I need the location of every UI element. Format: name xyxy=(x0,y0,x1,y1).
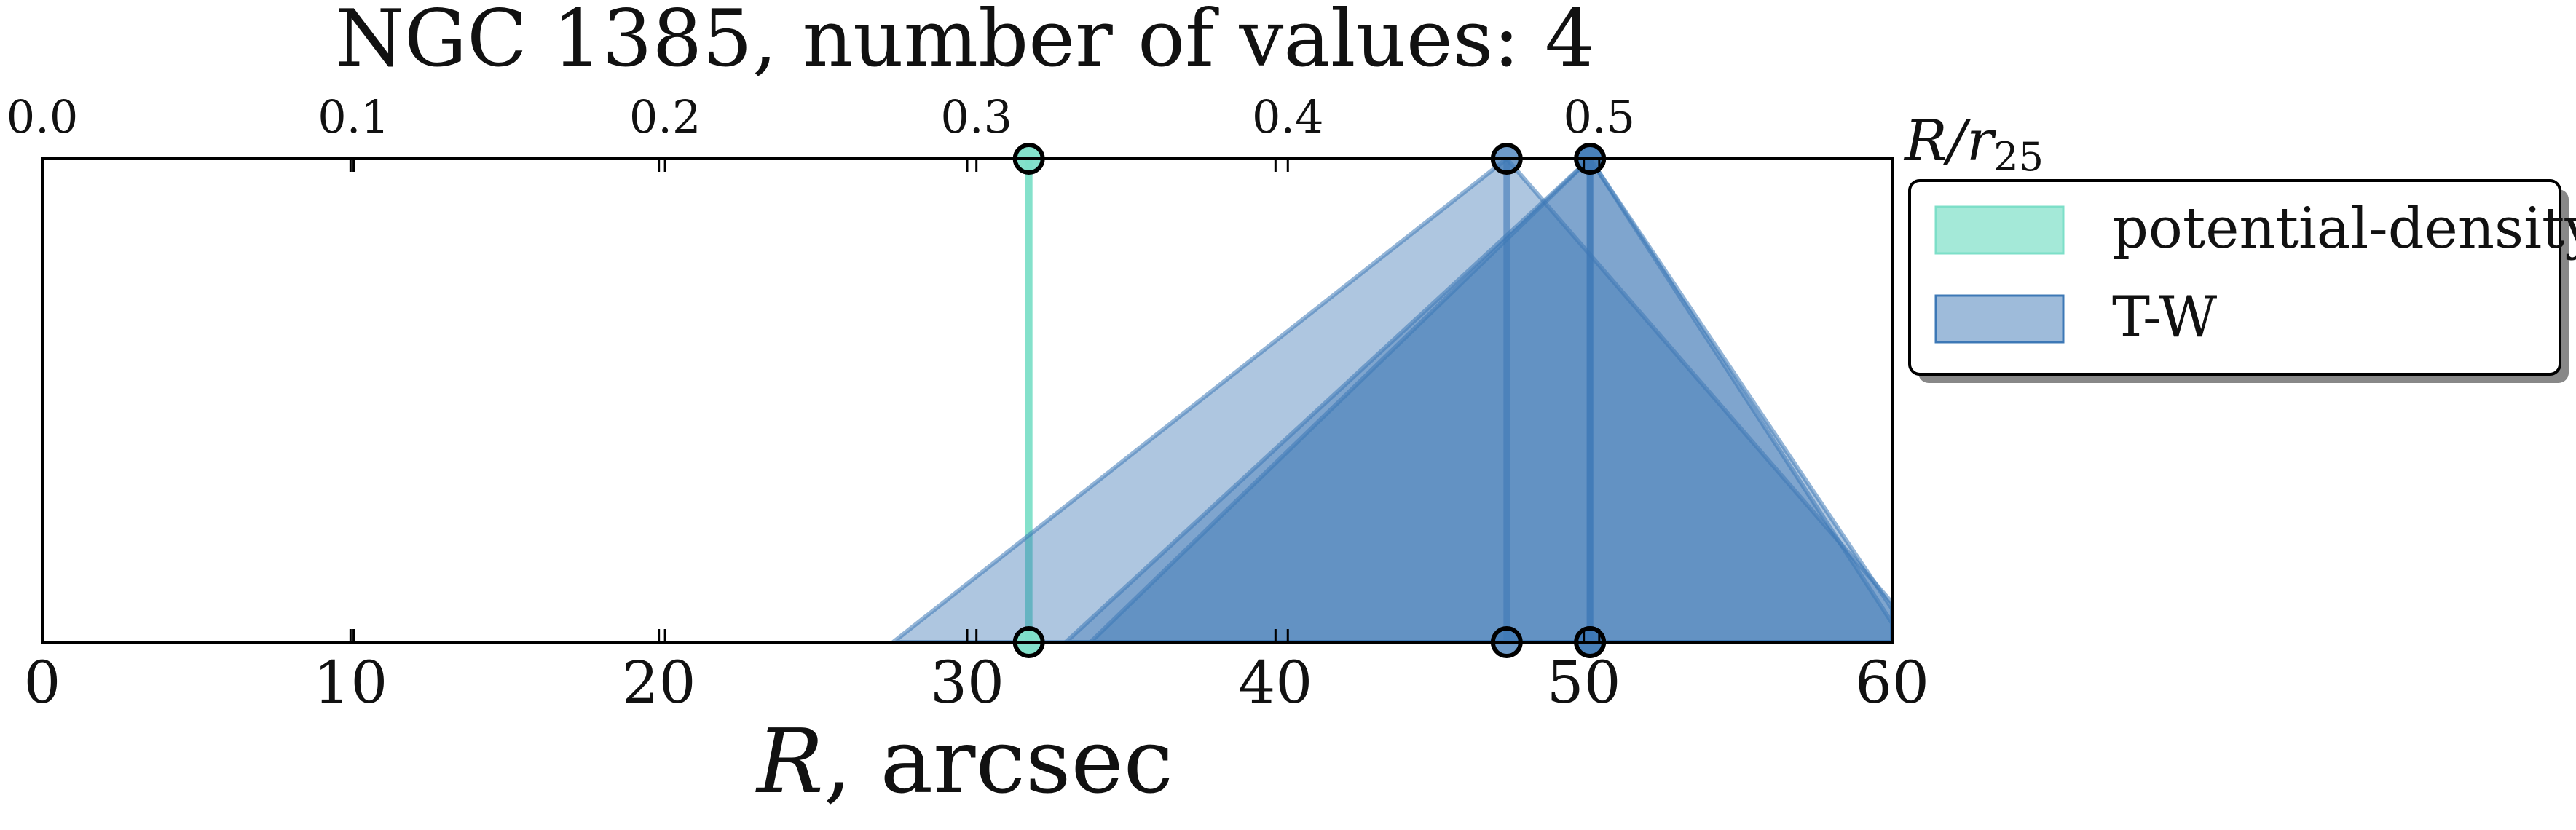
legend: potential-density T-W xyxy=(1908,179,2576,383)
x2-axis: 0.0 0.1 0.2 0.3 0.4 0.5 xyxy=(7,90,1635,642)
x2-tick-label-4: 0.4 xyxy=(1252,90,1324,143)
x-tick-label-2: 20 xyxy=(622,649,696,716)
x2-tick-label-0: 0.0 xyxy=(7,90,79,143)
legend-box xyxy=(1908,179,2561,376)
x-tick-label-5: 50 xyxy=(1547,649,1621,716)
x2-tick-label-3: 0.3 xyxy=(940,90,1012,143)
legend-swatch-potential-density xyxy=(1934,205,2065,255)
x-tick-label-1: 10 xyxy=(313,649,387,716)
x2-axis-label: R/r25 xyxy=(1903,108,2044,180)
legend-swatch-t-w xyxy=(1934,294,2065,344)
area-t-w-1 xyxy=(1063,159,1892,642)
x-axis-label-unit: , arcsec xyxy=(824,710,1173,813)
x-axis-label: R, arcsec xyxy=(755,710,1173,813)
area-t-w-0 xyxy=(889,159,1892,642)
chart-title: NGC 1385, number of values: 4 xyxy=(335,0,1594,84)
x-axis-label-symbol: R xyxy=(755,710,824,813)
x2-tick-label-2: 0.2 xyxy=(629,90,701,143)
area-t-w-2 xyxy=(1087,159,1892,642)
x-axis: 0 10 20 30 40 50 60 xyxy=(24,159,1929,716)
x2-tick-label-5: 0.5 xyxy=(1564,90,1636,143)
x-tick-label-0: 0 xyxy=(24,649,61,716)
legend-label-potential-density: potential-density xyxy=(2112,196,2576,261)
x-tick-label-4: 40 xyxy=(1238,649,1312,716)
x-tick-label-6: 60 xyxy=(1855,649,1929,716)
x2-axis-label-symbol: R/r xyxy=(1903,108,1997,174)
x-tick-label-3: 30 xyxy=(930,649,1004,716)
x2-axis-label-subscript: 25 xyxy=(1993,134,2044,180)
x2-tick-label-1: 0.1 xyxy=(318,90,390,143)
plot-area xyxy=(889,159,1892,642)
legend-label-t-w: T-W xyxy=(2112,285,2217,350)
